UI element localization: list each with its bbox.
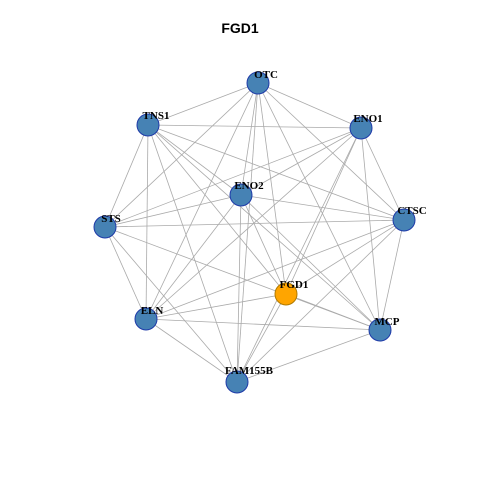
node-label-mcp: MCP	[374, 316, 399, 328]
node-label-eno1: ENO1	[353, 113, 382, 125]
edge-eno2-fam155b	[236, 194, 242, 383]
edge-eno1-sts	[104, 127, 362, 228]
node-circle-eno1	[349, 116, 373, 140]
edge-ctsc-fgd1	[285, 219, 405, 295]
edge-fgd1-eln	[145, 293, 287, 320]
edge-otc-eno1	[257, 82, 362, 129]
node-circle-fam155b	[225, 370, 249, 394]
node-circle-otc	[246, 71, 270, 95]
node-mcp: MCP	[368, 316, 400, 342]
edge-sts-fam155b	[104, 226, 238, 383]
node-label-fam155b: FAM155B	[225, 365, 274, 377]
edge-tns1-eno1	[147, 124, 362, 129]
edge-ctsc-eln	[145, 219, 405, 320]
edge-tns1-sts	[104, 124, 149, 228]
edge-eno1-fgd1	[285, 127, 362, 295]
node-fgd1: FGD1	[274, 279, 309, 306]
node-label-eln: ELN	[141, 305, 164, 317]
node-circle-eno2	[229, 183, 253, 207]
edge-tns1-eln	[145, 124, 149, 320]
edge-fgd1-fam155b	[236, 293, 287, 383]
edge-eno1-fam155b	[236, 127, 362, 383]
node-circle-tns1	[136, 113, 160, 137]
edge-sts-ctsc	[104, 219, 405, 228]
edge-layer	[104, 82, 405, 383]
node-sts: STS	[93, 213, 121, 239]
node-tns1: TNS1	[136, 110, 170, 137]
node-circle-ctsc	[392, 208, 416, 232]
node-label-sts: STS	[101, 213, 121, 225]
edge-eln-mcp	[145, 318, 381, 331]
edge-eno2-ctsc	[240, 194, 405, 221]
edge-otc-mcp	[257, 82, 381, 331]
edge-otc-tns1	[147, 82, 259, 126]
edge-eno2-sts	[104, 194, 242, 228]
edge-fgd1-mcp	[285, 293, 381, 331]
node-label-otc: OTC	[254, 69, 278, 81]
edge-eno2-mcp	[240, 194, 381, 331]
edge-eno1-eno2	[240, 127, 362, 196]
edge-tns1-ctsc	[147, 124, 405, 221]
node-eln: ELN	[134, 305, 164, 331]
node-label-fgd1: FGD1	[280, 279, 309, 291]
node-circle-sts	[93, 215, 117, 239]
edge-otc-fgd1	[257, 82, 287, 295]
node-circle-mcp	[368, 318, 392, 342]
edge-eln-fam155b	[145, 318, 238, 383]
edge-tns1-eno2	[147, 124, 242, 196]
edge-mcp-fam155b	[236, 329, 381, 383]
edge-otc-ctsc	[257, 82, 405, 221]
edge-tns1-mcp	[147, 124, 381, 331]
figure-title: FGD1	[221, 20, 259, 36]
node-otc: OTC	[246, 69, 278, 95]
edge-eno1-mcp	[360, 127, 381, 331]
edge-ctsc-fam155b	[236, 219, 405, 383]
edge-eno1-ctsc	[360, 127, 405, 221]
edge-tns1-fam155b	[147, 124, 238, 383]
edge-ctsc-mcp	[379, 219, 405, 331]
node-label-eno2: ENO2	[234, 180, 264, 192]
node-label-ctsc: CTSC	[397, 205, 426, 217]
edge-otc-eno2	[240, 82, 259, 196]
edge-sts-eln	[104, 226, 147, 320]
node-circle-fgd1	[274, 282, 298, 306]
node-ctsc: CTSC	[392, 205, 427, 232]
edge-otc-eln	[145, 82, 259, 320]
edge-eno2-fgd1	[240, 194, 287, 295]
edge-tns1-fgd1	[147, 124, 287, 295]
edge-eno2-eln	[145, 194, 242, 320]
node-fam155b: FAM155B	[225, 365, 274, 394]
node-circle-eln	[134, 307, 158, 331]
node-eno2: ENO2	[229, 180, 264, 207]
node-eno1: ENO1	[349, 113, 383, 140]
node-label-tns1: TNS1	[143, 110, 170, 122]
edge-otc-fam155b	[236, 82, 259, 383]
